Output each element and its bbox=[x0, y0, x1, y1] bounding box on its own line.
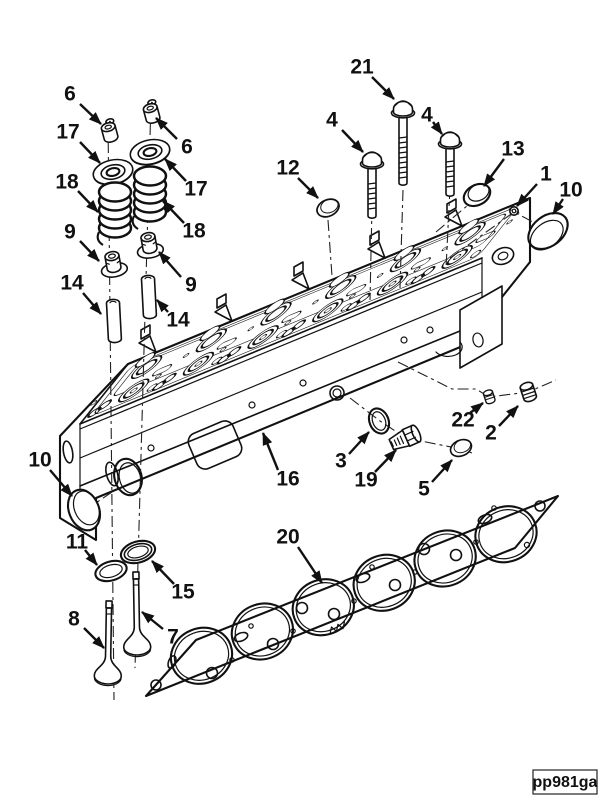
callout-17-arrow bbox=[79, 141, 101, 164]
callout-5-arrow bbox=[431, 459, 453, 483]
callout-10-arrow bbox=[49, 469, 73, 497]
callout-4-label: 4 bbox=[326, 109, 338, 132]
valve-guide-left bbox=[105, 298, 123, 344]
cup-plug-10-right bbox=[527, 211, 569, 251]
thermostat-housing-boss bbox=[459, 285, 503, 369]
callout-14-arrow bbox=[82, 292, 102, 315]
callout-18-label: 18 bbox=[55, 171, 79, 194]
callout-4-arrow bbox=[430, 121, 443, 135]
figure-code-box: pp981ga bbox=[532, 769, 598, 795]
callout-18-label: 18 bbox=[182, 220, 206, 243]
figure-code: pp981ga bbox=[533, 774, 598, 791]
callout-8-label: 8 bbox=[68, 608, 80, 631]
callout-10-label: 10 bbox=[559, 179, 582, 202]
hex-plug-19 bbox=[388, 424, 422, 451]
callout-14-arrow bbox=[156, 299, 169, 313]
callout-1-label: 1 bbox=[540, 163, 552, 186]
valve-guide-right bbox=[140, 274, 158, 320]
capscrew-4a bbox=[359, 151, 385, 219]
callout-9-label: 9 bbox=[185, 274, 197, 297]
callout-20-label: 20 bbox=[276, 526, 299, 549]
valve-spring-left bbox=[96, 181, 133, 246]
callout-11-arrow bbox=[84, 549, 98, 566]
callout-12-label: 12 bbox=[276, 157, 299, 180]
callout-15-label: 15 bbox=[171, 581, 195, 604]
callout-6-label: 6 bbox=[64, 83, 76, 106]
callout-17-arrow bbox=[164, 158, 187, 182]
break-mark bbox=[329, 621, 346, 635]
callout-20-arrow bbox=[297, 546, 323, 584]
callout-9-label: 9 bbox=[64, 221, 76, 244]
callout-16-arrow bbox=[261, 432, 280, 471]
valve-stem-seal-left bbox=[97, 248, 130, 280]
callout-9-arrow bbox=[158, 251, 182, 278]
callout-4-arrow bbox=[341, 129, 364, 153]
callout-10-arrow bbox=[552, 198, 564, 215]
capscrew-long-21 bbox=[390, 100, 416, 186]
cup-plug-10-left bbox=[66, 488, 102, 532]
cup-plug-13 bbox=[458, 178, 496, 212]
callout-19-arrow bbox=[374, 449, 397, 473]
callout-18-arrow bbox=[162, 200, 185, 224]
callout-7-arrow bbox=[141, 611, 164, 630]
callout-22-label: 22 bbox=[451, 409, 474, 432]
callout-22-arrow bbox=[469, 402, 484, 415]
callout-21-label: 21 bbox=[350, 56, 374, 79]
callout-6-arrow bbox=[155, 117, 178, 140]
callout-6-arrow bbox=[79, 103, 102, 125]
callout-12-arrow bbox=[297, 177, 319, 199]
callout-17-label: 17 bbox=[184, 178, 207, 201]
cup-plug-12 bbox=[313, 194, 343, 222]
callout-18-arrow bbox=[77, 190, 99, 213]
o-ring-3 bbox=[367, 407, 391, 435]
callout-3-label: 3 bbox=[335, 450, 347, 473]
cup-plug-5 bbox=[447, 435, 475, 461]
valve-stem-seal-right bbox=[133, 229, 166, 261]
valve-spring-right bbox=[131, 165, 168, 230]
callout-19-label: 19 bbox=[354, 469, 377, 492]
callout-16-label: 16 bbox=[276, 468, 299, 491]
head-gasket bbox=[144, 494, 560, 698]
callout-3-arrow bbox=[348, 431, 370, 455]
callout-15-arrow bbox=[151, 560, 175, 585]
callout-8-arrow bbox=[83, 627, 105, 649]
callout-7-label: 7 bbox=[167, 626, 179, 649]
cylinder-head bbox=[58, 194, 533, 542]
callouts-layer: 6 6 17 17 18 18 9 9 14 14 21 4 4 12 13 1 10 10 11 15 8 7 16 20 3… bbox=[28, 56, 583, 649]
callout-11-label: 11 bbox=[66, 531, 89, 554]
fitting-2 bbox=[519, 381, 538, 403]
seal-ring-15 bbox=[119, 539, 157, 565]
callout-14-label: 14 bbox=[60, 272, 84, 295]
callout-10-label: 10 bbox=[28, 449, 51, 472]
fitting-22 bbox=[482, 389, 496, 405]
callout-2-label: 2 bbox=[485, 422, 497, 445]
callout-6-label: 6 bbox=[181, 136, 193, 159]
callout-14-label: 14 bbox=[166, 309, 190, 332]
callout-2-arrow bbox=[498, 405, 519, 427]
valve-collet-left bbox=[98, 117, 120, 145]
left-end-bore bbox=[113, 457, 143, 497]
callout-17-label: 17 bbox=[56, 121, 79, 144]
callout-9-arrow bbox=[79, 240, 100, 262]
callout-13-label: 13 bbox=[501, 138, 524, 161]
deck-corner-boss bbox=[491, 246, 515, 266]
callout-5-label: 5 bbox=[418, 478, 430, 501]
spring-retainer-right bbox=[126, 135, 174, 170]
callout-4-label: 4 bbox=[421, 104, 433, 127]
seal-ring-11 bbox=[94, 559, 128, 583]
callout-21-arrow bbox=[371, 76, 395, 100]
callout-1-arrow bbox=[516, 183, 538, 207]
screw-1 bbox=[508, 206, 520, 216]
capscrew-4b bbox=[437, 131, 463, 197]
callout-13-arrow bbox=[483, 158, 505, 187]
